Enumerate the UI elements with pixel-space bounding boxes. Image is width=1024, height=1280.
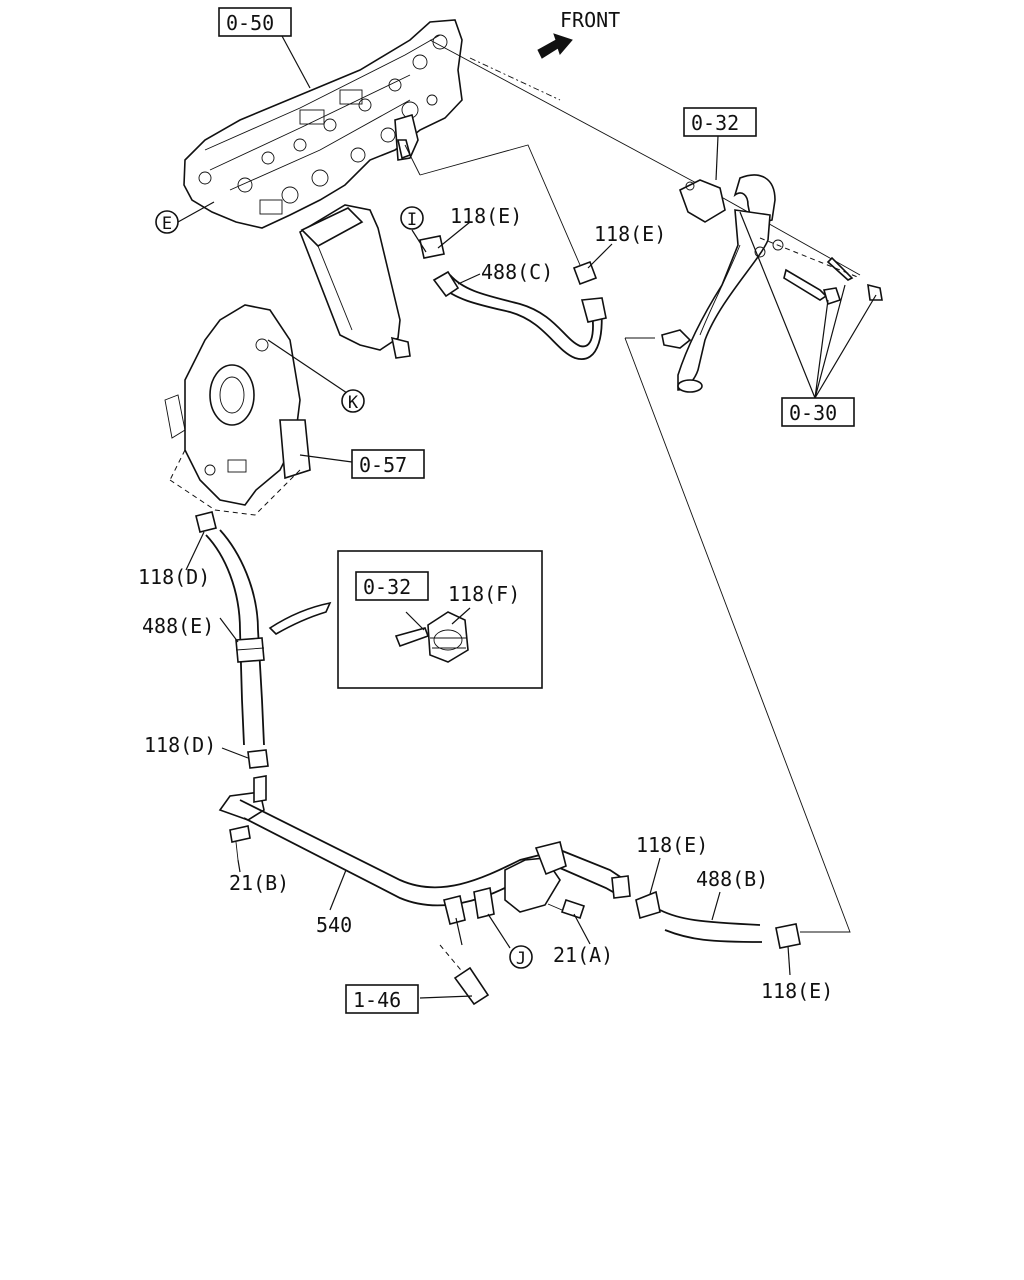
- leader-outlet-stub: [404, 144, 421, 176]
- label-488e: 488(E): [142, 614, 214, 638]
- leader-21b: [237, 859, 241, 873]
- label-540: 540: [316, 913, 352, 937]
- label-118e-a: 118(E): [450, 204, 522, 228]
- ref-0-32-inset: 0-32: [363, 575, 411, 599]
- leader-118f: [451, 607, 471, 625]
- bolt-21b-icon: [229, 825, 251, 861]
- label-21a: 21(A): [553, 943, 613, 967]
- turbocharger-housing: [164, 304, 311, 516]
- leader-0-32-top: [715, 135, 719, 181]
- leader-1-46: [419, 995, 473, 999]
- leader-hose-upper: [419, 144, 581, 266]
- ref-0-30: 0-30: [789, 401, 837, 425]
- ref-box-1-46: [345, 984, 419, 1014]
- callout-I: I: [407, 210, 417, 230]
- water-pipe-540: [218, 775, 631, 925]
- oil-cooler-housing: [183, 19, 463, 229]
- label-21b: 21(B): [229, 871, 289, 895]
- ref-box-0-32-inset: [355, 571, 429, 601]
- hose-488b: [635, 890, 801, 949]
- label-118d-a: 118(D): [138, 565, 210, 589]
- leader-0-50: [281, 35, 311, 89]
- leader-118e-b: [587, 243, 613, 269]
- leader-540: [329, 869, 347, 911]
- leader-21a: [573, 913, 591, 945]
- leader-K: [267, 339, 351, 396]
- bolt-21a-icon: [547, 898, 586, 920]
- label-118d-b: 118(D): [144, 733, 216, 757]
- label-488b: 488(B): [696, 867, 768, 891]
- leader-I: [411, 229, 427, 253]
- callout-circle-J: [509, 945, 533, 969]
- dashed-connector: [439, 944, 466, 976]
- hose-end-1-46: [453, 966, 490, 1006]
- leader-118e-c: [649, 857, 661, 895]
- label-118e-b: 118(E): [594, 222, 666, 246]
- leader-0-30: [739, 211, 877, 399]
- inset-pointer-arrow: [268, 601, 332, 635]
- ref-0-32-top: 0-32: [691, 111, 739, 135]
- water-outlet-pipe: [661, 174, 784, 393]
- bolt-set-icon: [759, 237, 883, 306]
- leader-0-57: [299, 454, 353, 463]
- front-label: FRONT: [560, 8, 620, 32]
- leader-1-46-connector: [455, 917, 463, 946]
- ref-0-50: 0-50: [226, 11, 274, 35]
- label-118e-d: 118(E): [761, 979, 833, 1003]
- ref-box-0-32-top: [683, 107, 757, 137]
- leader-118e-d: [787, 945, 791, 976]
- label-118f: 118(F): [448, 582, 520, 606]
- hose-488e: [195, 511, 269, 769]
- label-118e-c: 118(E): [636, 833, 708, 857]
- callout-circle-I: [400, 206, 424, 230]
- ref-0-57: 0-57: [359, 453, 407, 477]
- leader-E: [177, 201, 215, 223]
- leader-118d-a: [185, 531, 205, 571]
- front-arrow-icon: [537, 33, 573, 59]
- oil-filter-cartridge: [299, 204, 411, 359]
- long-leader-line: [624, 337, 851, 933]
- leader-488e: [219, 617, 239, 643]
- ref-box-0-50: [218, 7, 292, 37]
- clip-118f-icon: [394, 611, 469, 663]
- callout-E: E: [162, 214, 172, 234]
- callout-K: K: [348, 393, 359, 413]
- ref-box-0-57: [351, 449, 425, 479]
- leader-118e-a: [437, 221, 471, 249]
- ref-box-0-30: [781, 397, 855, 427]
- callout-J: J: [516, 949, 526, 969]
- leader-J: [487, 913, 511, 949]
- leader-118d-b: [221, 747, 249, 759]
- leader-488c: [457, 273, 481, 285]
- label-488c: 488(C): [481, 260, 553, 284]
- dash-dot-line: [469, 57, 561, 101]
- leader-488b: [711, 891, 721, 921]
- ref-1-46: 1-46: [353, 988, 401, 1012]
- callout-circle-K: [341, 389, 365, 413]
- callout-circle-E: [155, 210, 179, 234]
- hose-488c: [419, 235, 607, 361]
- leader-0-32-inset: [405, 611, 425, 631]
